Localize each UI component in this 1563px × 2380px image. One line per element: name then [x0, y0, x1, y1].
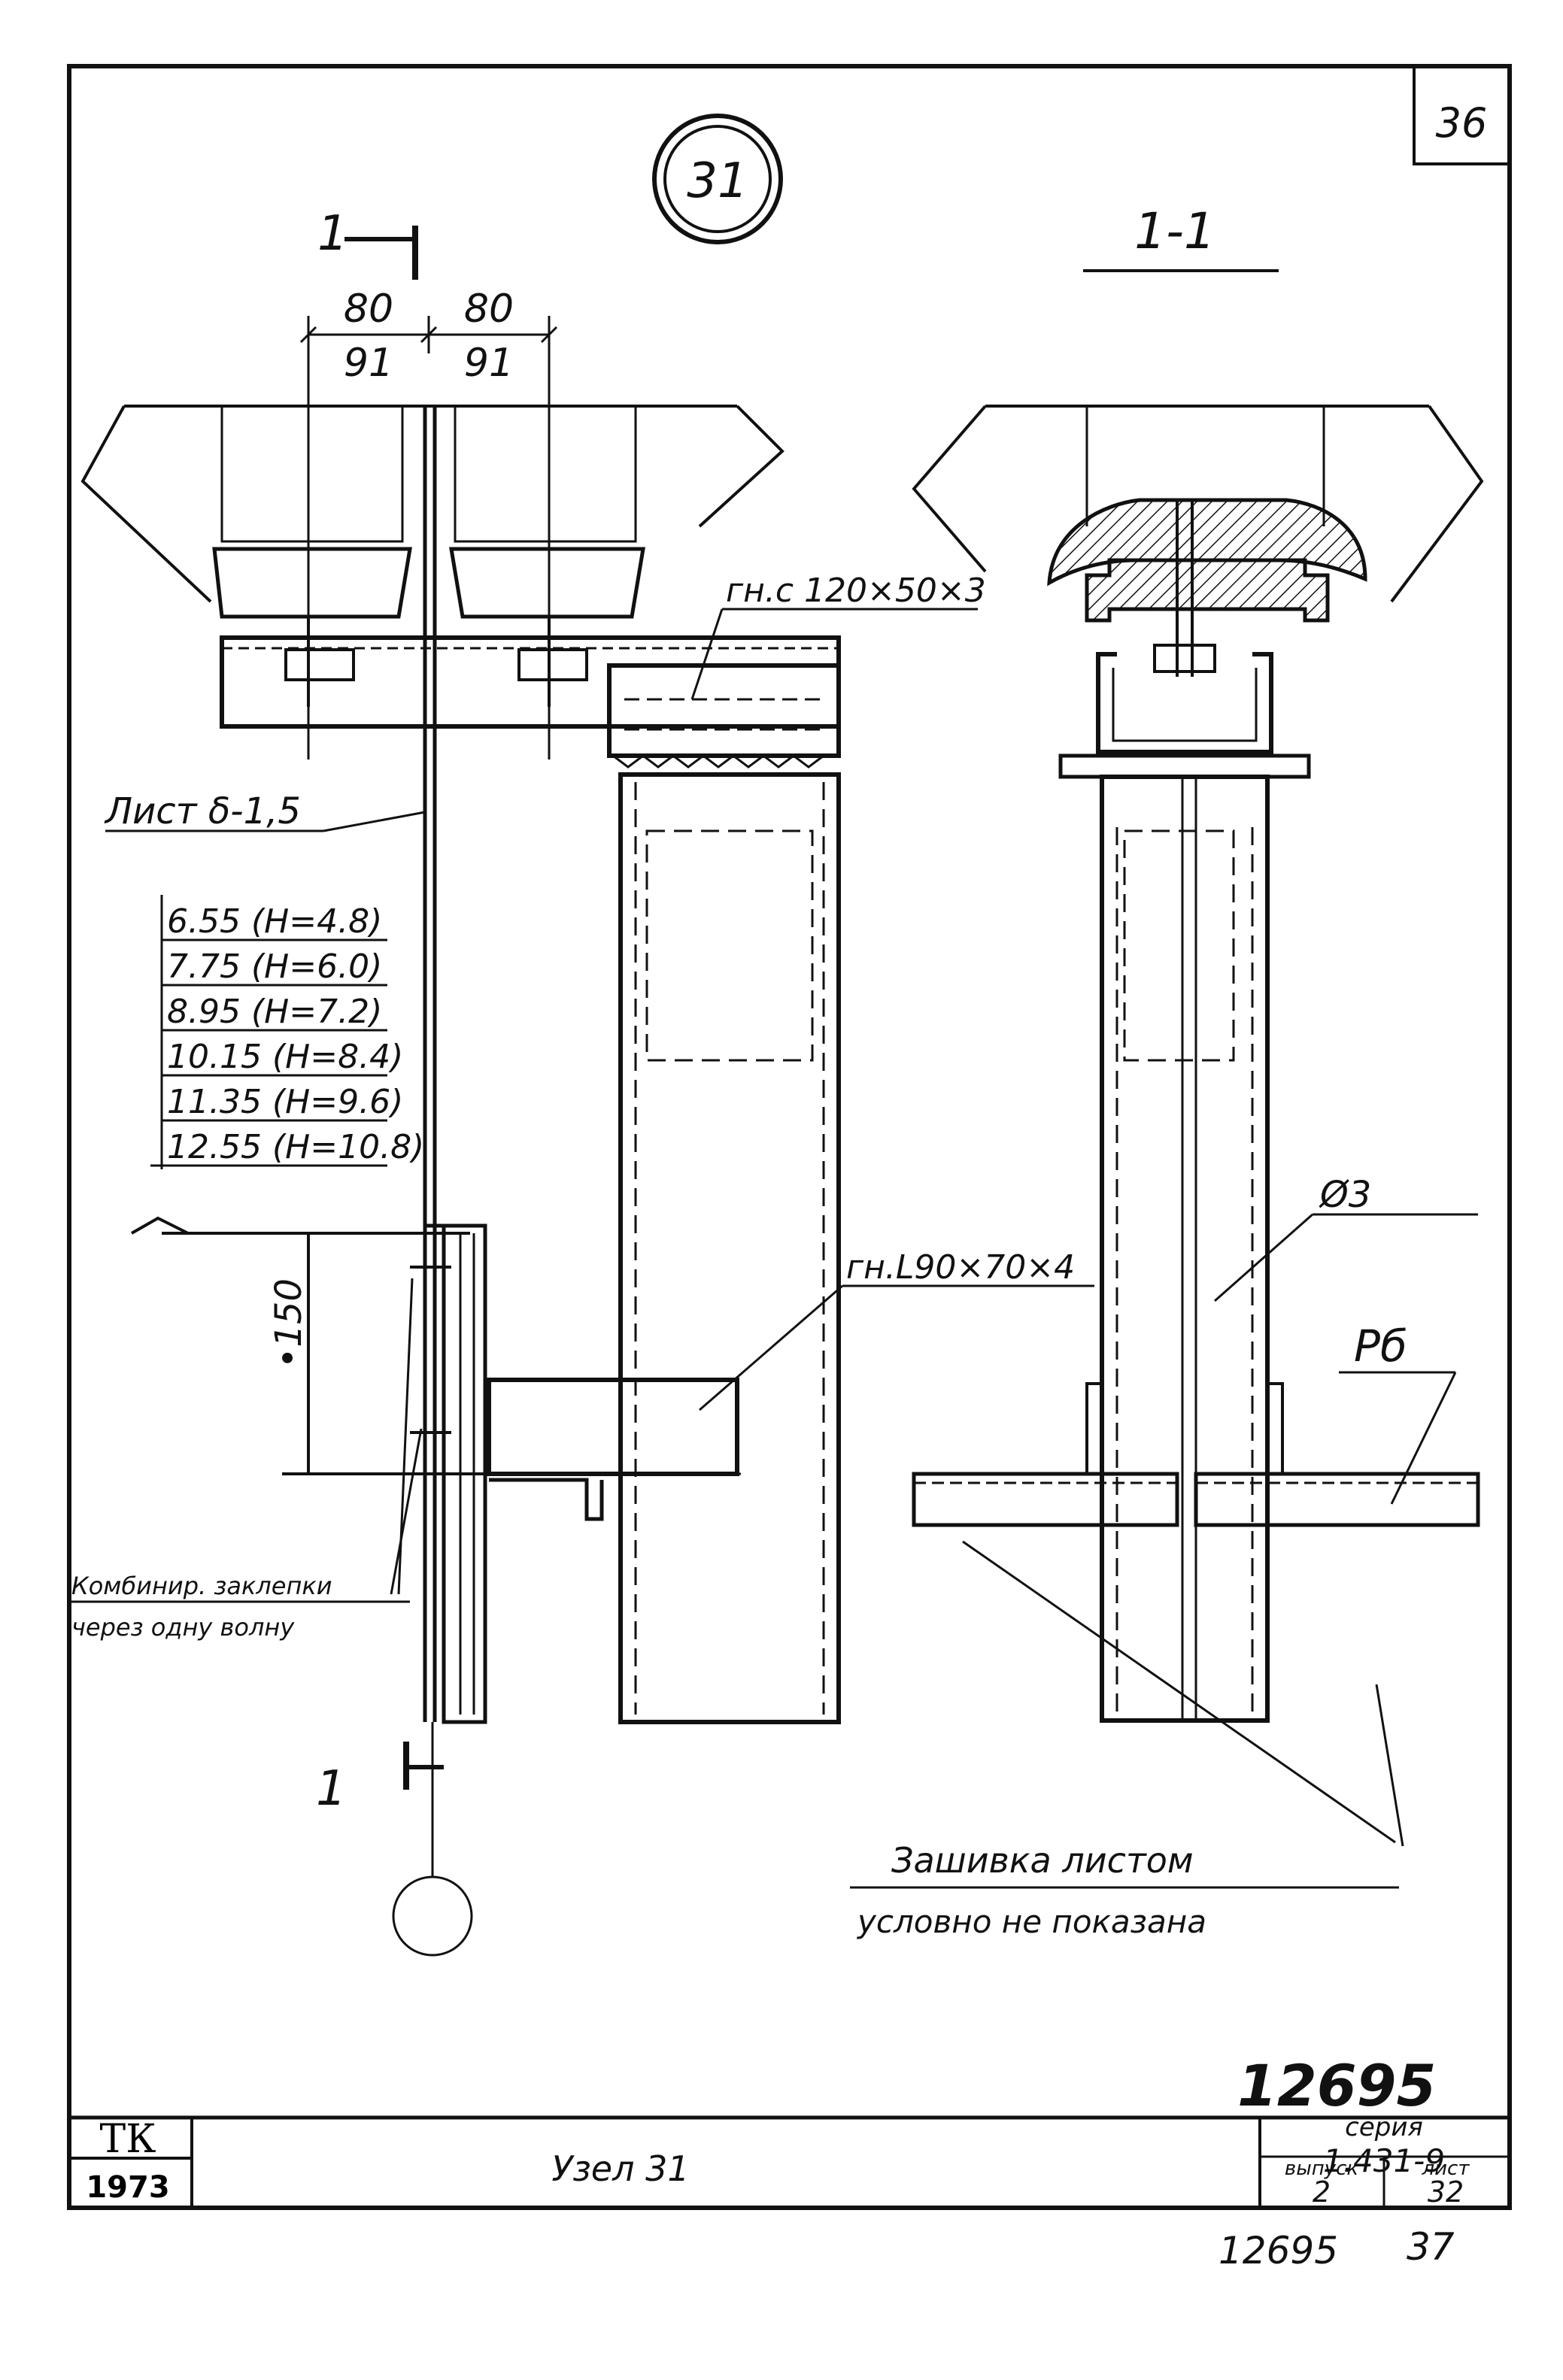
level-row-6: 12.55 (Н=10.8): [167, 1128, 424, 1166]
series-label: серия: [1345, 2112, 1423, 2142]
node-marker: 31: [652, 114, 783, 244]
angle-label: гн.L90×70×4: [846, 1248, 1075, 1287]
rb-label: Рб: [1354, 1320, 1407, 1372]
dim-80-left: 80: [344, 287, 393, 332]
top-dimensions: [299, 316, 558, 759]
drawing-frame: [67, 64, 1512, 2210]
level-row-2: 7.75 (Н=6.0): [167, 947, 382, 986]
issue-value: 2: [1313, 2175, 1331, 2209]
sheet-label: лист: [1422, 2157, 1470, 2180]
svg-text:31: 31: [687, 153, 748, 209]
issue-label: выпуск: [1285, 2157, 1359, 2180]
sheet-plate-label: Лист δ-1,5: [104, 790, 301, 832]
sheathing-label-1: Зашивка листом: [891, 1840, 1194, 1881]
phi-label: Ø3: [1319, 1174, 1371, 1216]
rivets-label-1: Комбинир. заклепки: [71, 1572, 332, 1600]
title-block: [69, 2115, 1510, 2208]
org-code: ТК: [100, 2117, 156, 2162]
level-table: [150, 895, 387, 1169]
dim-91-right: 91: [464, 341, 514, 386]
section-title: 1-1: [1083, 202, 1279, 272]
level-row-1: 6.55 (Н=4.8): [167, 902, 382, 941]
archive-number: 12695: [1219, 2229, 1338, 2272]
channel-label: гн.с 120×50×3: [726, 572, 986, 610]
drawing-title: Узел 31: [551, 2148, 689, 2189]
left-view: [80, 405, 841, 1957]
dim-91-left: 91: [344, 341, 393, 386]
right-view: [912, 405, 1484, 1723]
svg-text:1: 1: [317, 206, 348, 262]
corner-sheet-number: 36: [1436, 99, 1488, 147]
sheet-value: 32: [1428, 2175, 1464, 2209]
level-row-4: 10.15 (Н=8.4): [167, 1038, 403, 1076]
svg-text:1-1: 1-1: [1134, 202, 1215, 260]
document-number: 12695: [1237, 2052, 1436, 2119]
height-dim: •150: [268, 1278, 310, 1369]
sheathing-label-2: условно не показана: [856, 1903, 1206, 1940]
level-row-3: 8.95 (Н=7.2): [167, 993, 382, 1031]
page-number: 37: [1407, 2225, 1455, 2269]
dim-80-right: 80: [464, 287, 514, 332]
series-value: 1.431-9: [1323, 2142, 1445, 2179]
section-marker-bottom: 1: [316, 1742, 444, 1817]
level-row-5: 11.35 (Н=9.6): [167, 1083, 403, 1121]
svg-text:1: 1: [316, 1761, 347, 1817]
year: 1973: [86, 2170, 169, 2205]
rivets-label-2: через одну волну: [71, 1613, 295, 1642]
section-marker-top: 1: [317, 206, 418, 280]
